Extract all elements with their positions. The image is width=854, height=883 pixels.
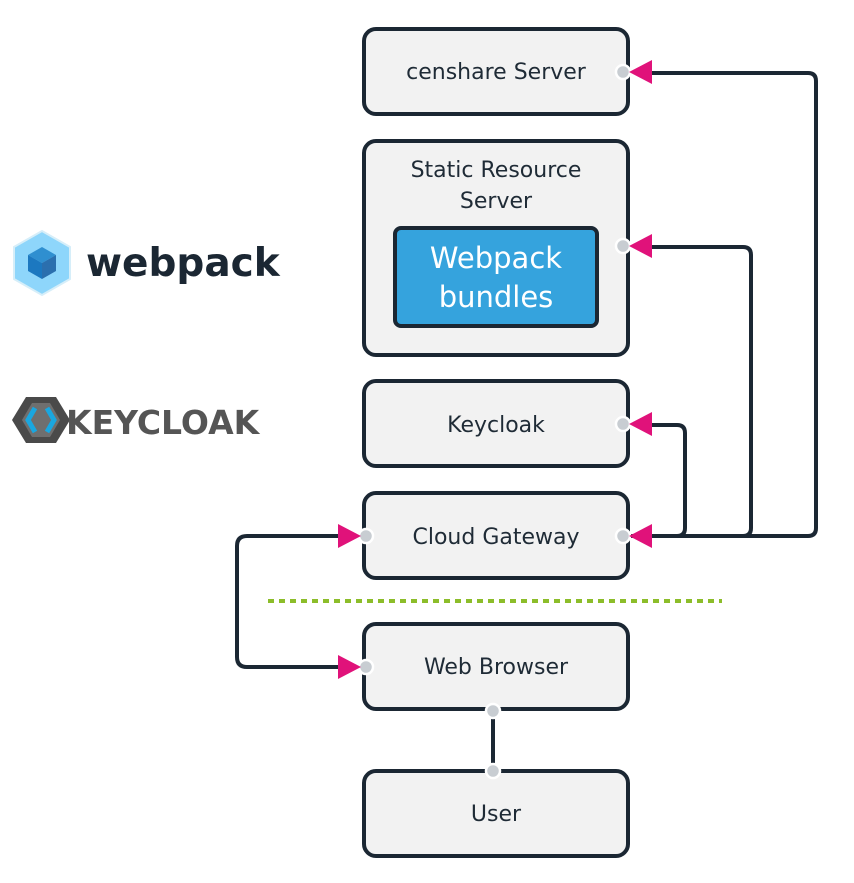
web-browser-label: Web Browser — [424, 655, 569, 680]
gateway-right-arrowhead — [629, 524, 652, 548]
gateway-to-keycloak-connector — [626, 423, 687, 538]
keycloak-arrowhead — [629, 412, 652, 436]
static-resource-server-label-line1: Static Resource — [411, 158, 582, 183]
webpack-logo: webpack — [13, 229, 281, 297]
webpack-bundles-box: Webpack bundles — [393, 226, 599, 328]
keycloak-label: Keycloak — [447, 413, 545, 438]
static-resource-server-label-line2: Server — [460, 189, 533, 214]
webpack-logo-text: webpack — [86, 241, 281, 286]
browser-left-connector-dot — [357, 658, 375, 676]
keycloak-logo-text: KEYCLOAK — [66, 403, 261, 442]
censhare-server-label: censhare Server — [406, 60, 587, 85]
webpack-bundles-label-line1: Webpack — [430, 241, 562, 275]
user-label: User — [471, 802, 522, 827]
browser-arrowhead — [338, 655, 361, 679]
gateway-to-static-connector — [626, 245, 753, 538]
keycloak-box: Keycloak — [362, 379, 630, 468]
webpack-cube-icon — [13, 229, 71, 297]
bundles-arrowhead — [629, 234, 652, 258]
keycloak-logo: KEYCLOAK — [12, 397, 261, 443]
gateway-to-censhare-connector — [626, 71, 818, 538]
keycloak-hexagon-icon — [12, 397, 70, 443]
user-top-connector-dot — [484, 762, 502, 780]
browser-bottom-connector-dot — [484, 702, 502, 720]
user-box: User — [362, 769, 630, 858]
webpack-bundles-label-line2: bundles — [439, 280, 554, 314]
censhare-connector-dot — [614, 63, 632, 81]
gateway-left-connector-dot — [357, 527, 375, 545]
web-browser-box: Web Browser — [362, 622, 630, 711]
browser-to-gateway-connector — [235, 534, 347, 669]
keycloak-connector-dot — [614, 415, 632, 433]
censhare-arrowhead — [629, 60, 652, 84]
gateway-left-arrowhead — [338, 524, 361, 548]
cloud-gateway-label: Cloud Gateway — [412, 525, 579, 550]
censhare-server-box: censhare Server — [362, 27, 630, 116]
cloud-gateway-box: Cloud Gateway — [362, 491, 630, 580]
gateway-right-connector-dot — [614, 527, 632, 545]
bundles-connector-dot — [614, 237, 632, 255]
